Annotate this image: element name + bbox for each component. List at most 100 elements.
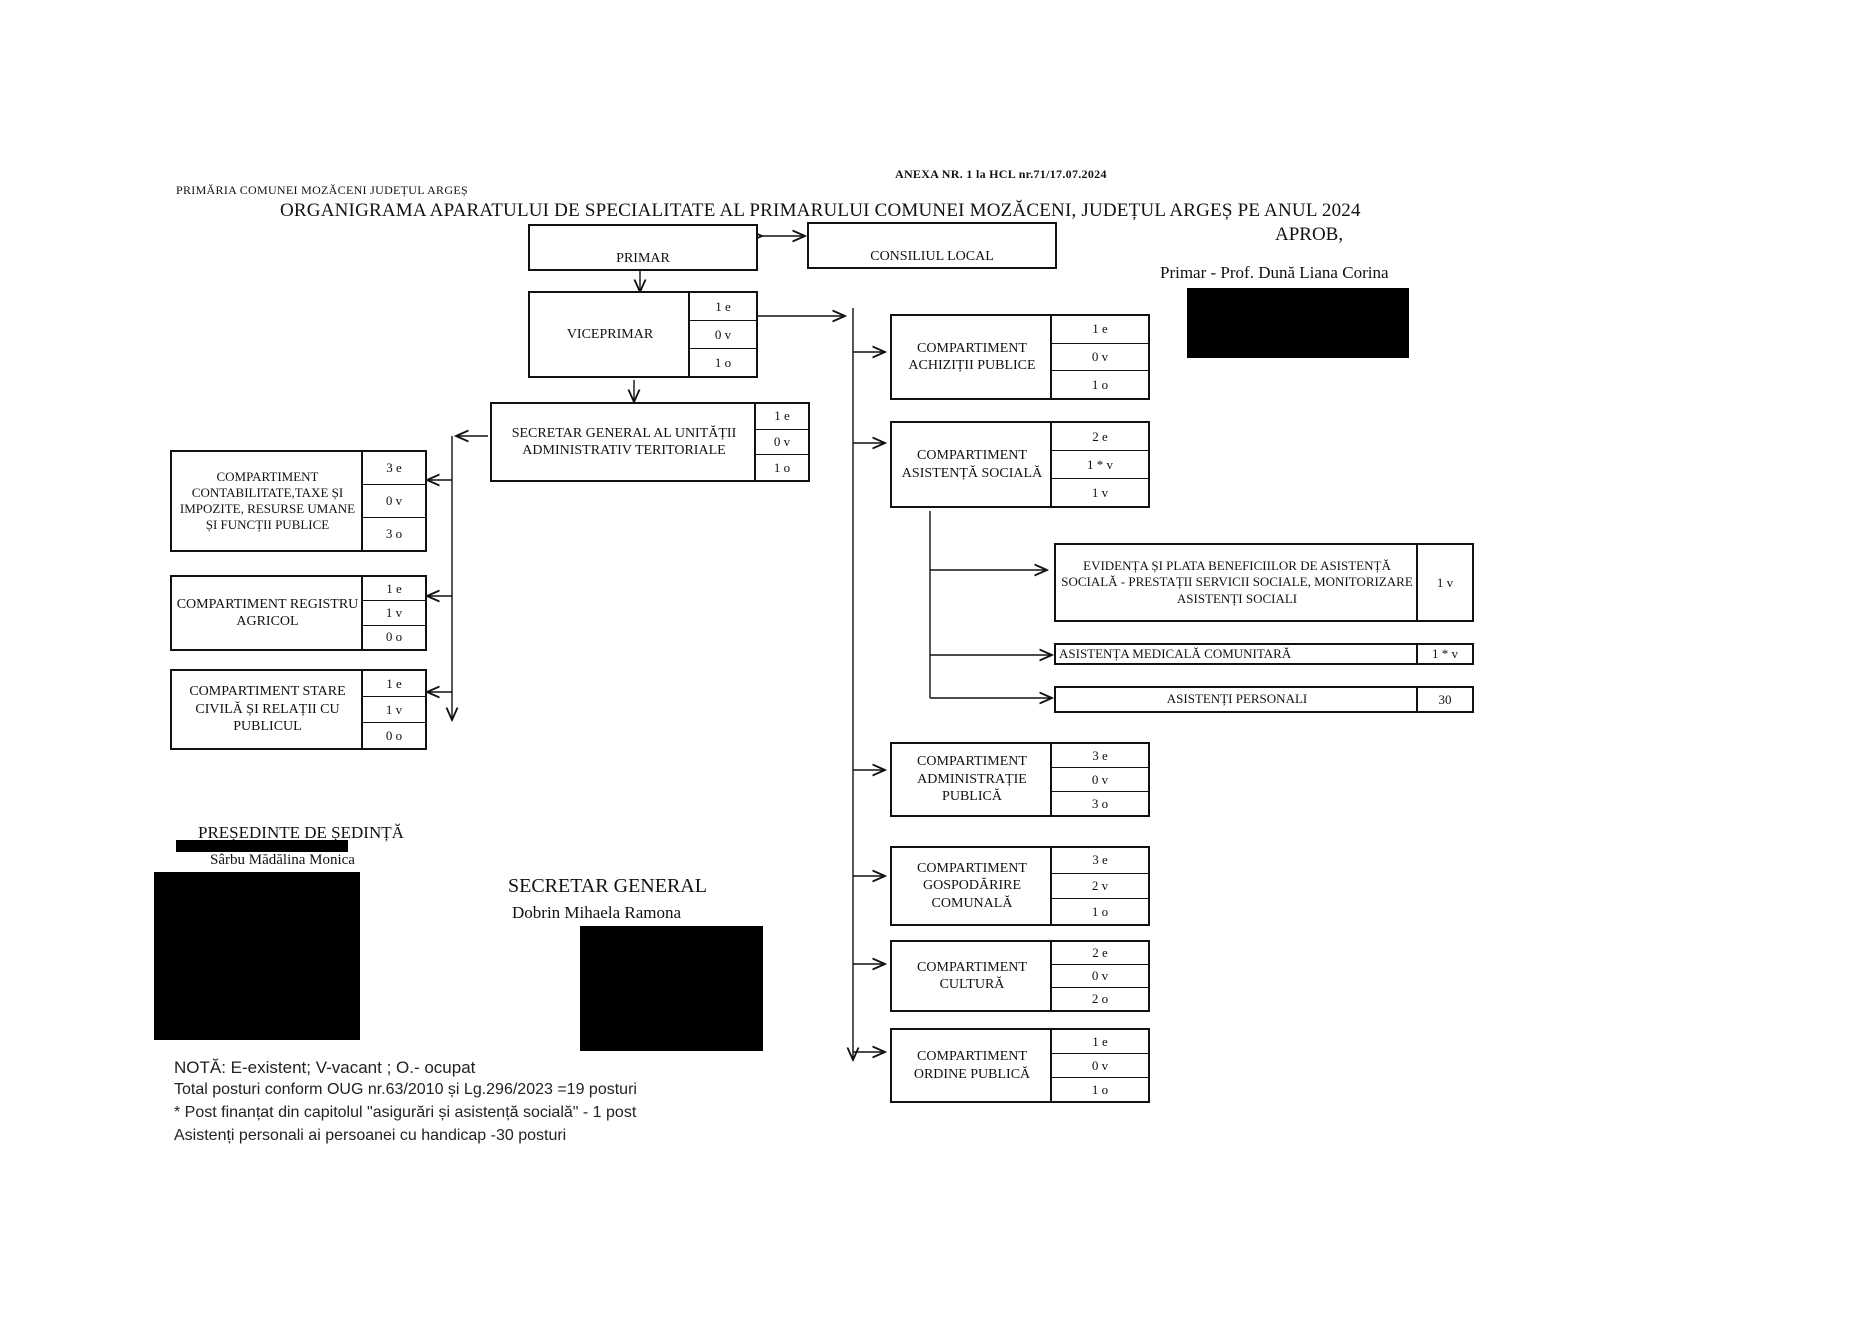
- compartment-label: COMPARTIMENT ADMINISTRAȚIE PUBLICĂ: [917, 754, 1027, 805]
- compartment-ordine-publica: COMPARTIMENT ORDINE PUBLICĂ 1 e 0 v 1 o: [890, 1028, 1150, 1103]
- compartment-gospodarire-comunala: COMPARTIMENT GOSPODĂRIRE COMUNALĂ 3 e 2 …: [890, 846, 1150, 926]
- secretar-general-label: SECRETAR GENERAL AL UNITĂȚII ADMINISTRAT…: [511, 425, 737, 459]
- count-vacant: 1 * v: [1432, 646, 1458, 661]
- president-title: PREȘEDINTE DE ȘEDINȚĂ: [198, 823, 404, 842]
- count-occupied: 1 o: [714, 354, 732, 370]
- compartment-label: COMPARTIMENT CULTURĂ: [917, 959, 1027, 993]
- viceprimar-box: VICEPRIMAR 1 e 0 v 1 o: [528, 291, 758, 378]
- count-existing: 3 e: [363, 452, 425, 485]
- institution-header: PRIMĂRIA COMUNEI MOZĂCENI JUDEȚUL ARGEȘ: [176, 183, 468, 197]
- count-occupied: 0 o: [385, 629, 403, 645]
- count-existing: 1 e: [363, 671, 425, 697]
- count-occupied: 1 o: [1091, 903, 1109, 919]
- primar-label: PRIMAR: [616, 250, 670, 266]
- count-vacant: 0 v: [1052, 344, 1148, 372]
- viceprimar-label: VICEPRIMAR: [566, 326, 654, 342]
- count-total: 30: [1438, 691, 1452, 707]
- secretar-general-counts: 1 e 0 v 1 o: [754, 404, 808, 480]
- count-occupied: 0 o: [385, 727, 403, 743]
- approval-label: APROB,: [1275, 224, 1344, 245]
- compartment-counts: 3 e 2 v 1 o: [1050, 848, 1148, 924]
- viceprimar-counts: 1 e 0 v 1 o: [688, 293, 756, 376]
- compartment-counts: 1 e 1 v 0 o: [361, 671, 425, 748]
- compartment-counts: 1 e 0 v 1 o: [1050, 1030, 1148, 1101]
- count-existing: 2 e: [1052, 423, 1148, 451]
- count-vacant: 0 v: [1052, 768, 1148, 792]
- secretary-signature-redaction: [580, 926, 763, 1051]
- count-existing: 3 e: [1052, 848, 1148, 874]
- secretar-general-box: SECRETAR GENERAL AL UNITĂȚII ADMINISTRAT…: [490, 402, 810, 482]
- compartment-label: COMPARTIMENT GOSPODĂRIRE COMUNALĂ: [917, 860, 1027, 911]
- count-existing: 2 e: [1052, 942, 1148, 965]
- compartment-counts: 3 e 0 v 3 o: [361, 452, 425, 550]
- count-vacant: 1 * v: [1052, 451, 1148, 479]
- compartment-counts: 2 e 0 v 2 o: [1050, 942, 1148, 1010]
- count-vacant: 1 v: [363, 697, 425, 723]
- subunit-label: EVIDENȚA ȘI PLATA BENEFICIILOR DE ASISTE…: [1061, 558, 1413, 606]
- subunit-asistenta-medicala: ASISTENȚA MEDICALĂ COMUNITARĂ 1 * v: [1054, 643, 1474, 665]
- subunit-counts: 1 v: [1416, 545, 1472, 620]
- compartment-stare-civila: COMPARTIMENT STARE CIVILĂ ȘI RELAȚII CU …: [170, 669, 427, 750]
- subunit-counts: 1 * v: [1416, 645, 1472, 663]
- count-vacant: 2 v: [1052, 874, 1148, 900]
- consiliu-local-label: CONSILIUL LOCAL: [870, 248, 994, 264]
- president-name: Sârbu Mădălina Monica: [210, 852, 355, 868]
- primar-box: PRIMAR: [528, 224, 758, 271]
- signature-redaction: [1187, 288, 1409, 358]
- count-vacant: 1 v: [1436, 574, 1454, 590]
- compartment-cultura: COMPARTIMENT CULTURĂ 2 e 0 v 2 o: [890, 940, 1150, 1012]
- subunit-asistenti-personali: ASISTENȚI PERSONALI 30: [1054, 686, 1474, 713]
- compartment-label: COMPARTIMENT ACHIZIȚII PUBLICE: [908, 340, 1036, 374]
- count-occupied: 3 o: [385, 526, 403, 541]
- compartment-counts: 1 e 1 v 0 o: [361, 577, 425, 649]
- funding-note: * Post finanțat din capitolul "asigurări…: [174, 1104, 637, 1121]
- compartment-achizitii-publice: COMPARTIMENT ACHIZIȚII PUBLICE 1 e 0 v 1…: [890, 314, 1150, 400]
- legend-note: NOTĂ: E-existent; V-vacant ; O.- ocupat: [174, 1058, 476, 1077]
- total-posts-note: Total posturi conform OUG nr.63/2010 și …: [174, 1081, 637, 1098]
- count-existing: 1 e: [1052, 316, 1148, 344]
- approval-signer: Primar - Prof. Dună Liana Corina: [1160, 263, 1389, 282]
- count-existing: 3 e: [1052, 744, 1148, 768]
- count-occupied: 1 o: [1091, 376, 1109, 392]
- count-vacant: 0 v: [363, 485, 425, 518]
- secretary-title: SECRETAR GENERAL: [508, 875, 707, 897]
- count-existing: 1 e: [756, 404, 808, 430]
- compartment-counts: 1 e 0 v 1 o: [1050, 316, 1148, 398]
- consiliu-local-box: CONSILIUL LOCAL: [807, 222, 1057, 269]
- count-occupied: 1 o: [773, 459, 791, 475]
- compartment-counts: 3 e 0 v 3 o: [1050, 744, 1148, 815]
- compartment-contabilitate: COMPARTIMENT CONTABILITATE,TAXE ȘI IMPOZ…: [170, 450, 427, 552]
- subunit-counts: 30: [1416, 688, 1472, 711]
- annex-label: ANEXA NR. 1 la HCL nr.71/17.07.2024: [895, 167, 1107, 181]
- count-vacant: 0 v: [756, 430, 808, 456]
- compartment-label: COMPARTIMENT ORDINE PUBLICĂ: [913, 1049, 1031, 1082]
- compartment-administratie-publica: COMPARTIMENT ADMINISTRAȚIE PUBLICĂ 3 e 0…: [890, 742, 1150, 817]
- president-signature-redaction: [154, 872, 360, 1040]
- count-existing: 1 e: [1052, 1030, 1148, 1054]
- compartment-label: COMPARTIMENT REGISTRU AGRICOL: [176, 596, 359, 630]
- count-vacant: 0 v: [1052, 1054, 1148, 1078]
- count-occupied: 3 o: [1091, 795, 1109, 811]
- count-vacant: 1 v: [363, 601, 425, 626]
- compartment-label: COMPARTIMENT STARE CIVILĂ ȘI RELAȚII CU …: [189, 684, 346, 735]
- count-vacant: 0 v: [1052, 965, 1148, 988]
- compartment-label: COMPARTIMENT ASISTENȚĂ SOCIALĂ: [901, 448, 1043, 481]
- secretary-name: Dobrin Mihaela Ramona: [512, 903, 682, 922]
- count-occupied: 1 v: [1091, 484, 1109, 500]
- president-redaction-bar: [176, 840, 348, 852]
- count-occupied: 1 o: [1091, 1081, 1109, 1097]
- personal-assistants-note: Asistenți personali ai persoanei cu hand…: [174, 1127, 567, 1144]
- compartment-registru-agricol: COMPARTIMENT REGISTRU AGRICOL 1 e 1 v 0 …: [170, 575, 427, 651]
- count-existing: 1 e: [690, 293, 756, 321]
- count-vacant: 0 v: [690, 321, 756, 349]
- compartment-asistenta-sociala: COMPARTIMENT ASISTENȚĂ SOCIALĂ 2 e 1 * v…: [890, 421, 1150, 508]
- compartment-label: COMPARTIMENT CONTABILITATE,TAXE ȘI IMPOZ…: [179, 468, 356, 533]
- count-occupied: 2 o: [1091, 991, 1109, 1006]
- compartment-counts: 2 e 1 * v 1 v: [1050, 423, 1148, 506]
- count-existing: 1 e: [363, 577, 425, 602]
- page-title: ORGANIGRAMA APARATULUI DE SPECIALITATE A…: [280, 200, 1361, 221]
- subunit-evidenta-plata-beneficii: EVIDENȚA ȘI PLATA BENEFICIILOR DE ASISTE…: [1054, 543, 1474, 622]
- subunit-label: ASISTENȚA MEDICALĂ COMUNITARĂ: [1059, 645, 1292, 661]
- subunit-label: ASISTENȚI PERSONALI: [1166, 691, 1308, 707]
